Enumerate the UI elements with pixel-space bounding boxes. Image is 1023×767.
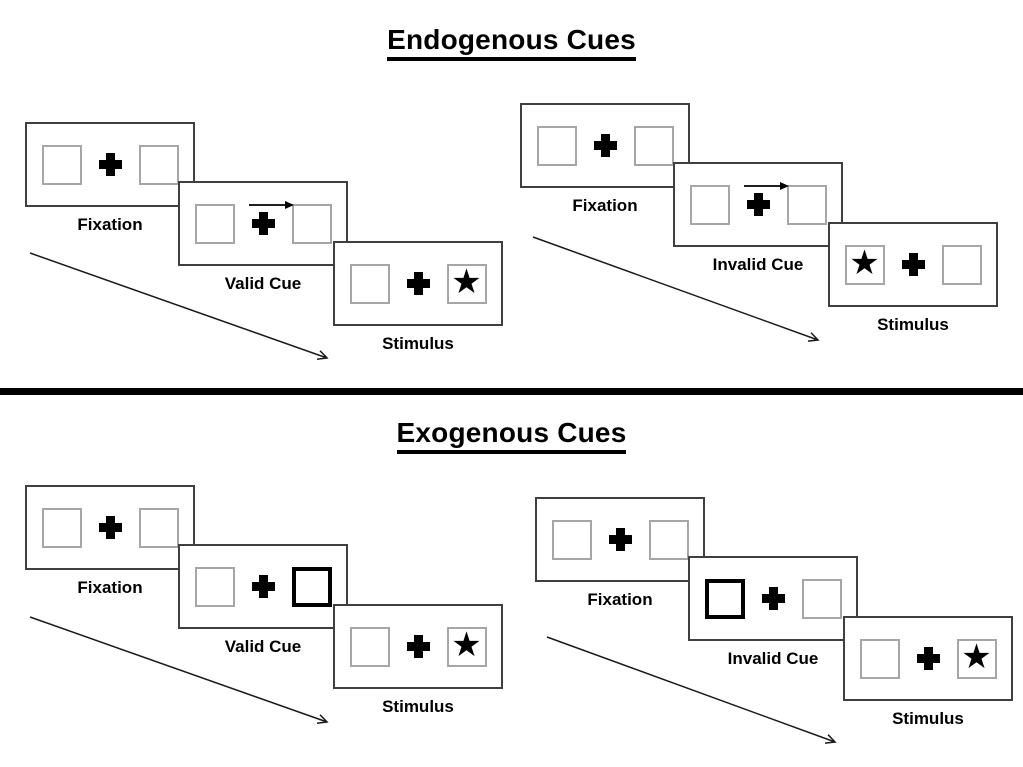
panel-invalid-cue — [688, 556, 858, 641]
panel-label-fixation: Fixation — [572, 196, 638, 215]
panel-label-valid-cue: Valid Cue — [224, 274, 302, 293]
left-box — [41, 144, 82, 185]
fixation-cross-icon — [406, 272, 430, 295]
panel-fixation — [535, 497, 705, 582]
right-box — [786, 184, 827, 225]
fixation-cross-icon — [593, 134, 617, 157]
fixation-cross-icon — [608, 528, 632, 551]
fixation-cross-icon — [743, 182, 789, 216]
right-box-bold-cue — [291, 566, 332, 607]
timeline-arrow — [29, 252, 329, 360]
right-box: ★ — [446, 263, 487, 304]
right-box — [138, 144, 179, 185]
right-box — [648, 519, 689, 560]
section-title-exogenous: Exogenous Cues — [0, 417, 1023, 454]
fixation-cross-icon — [761, 587, 785, 610]
left-box — [194, 566, 235, 607]
section-title-text: Exogenous Cues — [396, 417, 627, 454]
section-title-text: Endogenous Cues — [387, 24, 636, 61]
panel-stimulus: ★ — [333, 604, 503, 689]
right-box: ★ — [956, 638, 997, 679]
panel-label-stimulus: Stimulus — [382, 334, 454, 353]
timeline-arrow — [29, 616, 329, 724]
panel-label-invalid-cue: Invalid Cue — [712, 255, 804, 274]
left-box — [689, 184, 730, 225]
panel-label-invalid-cue: Invalid Cue — [727, 649, 819, 668]
left-box — [859, 638, 900, 679]
panel-label-fixation: Fixation — [587, 590, 653, 609]
left-box: ★ — [844, 244, 885, 285]
panel-valid-cue — [178, 181, 348, 266]
fixation-cross-icon — [901, 253, 925, 276]
right-box: ★ — [446, 626, 487, 667]
left-box — [41, 507, 82, 548]
fixation-cross-icon — [251, 575, 275, 598]
fixation-cross-icon — [248, 201, 294, 235]
left-box — [349, 626, 390, 667]
panel-stimulus: ★ — [843, 616, 1013, 701]
star-target-icon: ★ — [961, 638, 992, 676]
timeline-arrow — [532, 236, 820, 342]
section-divider — [0, 388, 1023, 395]
left-box — [551, 519, 592, 560]
fixation-cross-icon — [406, 635, 430, 658]
right-box — [138, 507, 179, 548]
panel-fixation — [520, 103, 690, 188]
panel-fixation — [25, 122, 195, 207]
left-box — [536, 125, 577, 166]
panel-stimulus: ★ — [828, 222, 998, 307]
panel-valid-cue — [178, 544, 348, 629]
fixation-cross-icon — [98, 153, 122, 176]
section-title-endogenous: Endogenous Cues — [0, 24, 1023, 61]
star-target-icon: ★ — [451, 263, 482, 301]
panel-fixation — [25, 485, 195, 570]
panel-label-stimulus: Stimulus — [892, 709, 964, 728]
panel-invalid-cue — [673, 162, 843, 247]
left-box-bold-cue — [704, 578, 745, 619]
right-box — [801, 578, 842, 619]
panel-label-fixation: Fixation — [77, 578, 143, 597]
fixation-cross-icon — [916, 647, 940, 670]
star-target-icon: ★ — [451, 626, 482, 664]
panel-label-stimulus: Stimulus — [877, 315, 949, 334]
panel-label-valid-cue: Valid Cue — [224, 637, 302, 656]
right-box — [633, 125, 674, 166]
panel-label-fixation: Fixation — [77, 215, 143, 234]
panel-stimulus: ★ — [333, 241, 503, 326]
right-box — [291, 203, 332, 244]
fixation-cross-icon — [98, 516, 122, 539]
left-box — [349, 263, 390, 304]
star-target-icon: ★ — [849, 244, 880, 282]
right-box — [941, 244, 982, 285]
cue-arrow-right-icon — [248, 201, 294, 209]
panel-label-stimulus: Stimulus — [382, 697, 454, 716]
cue-arrow-right-icon — [743, 182, 789, 190]
left-box — [194, 203, 235, 244]
